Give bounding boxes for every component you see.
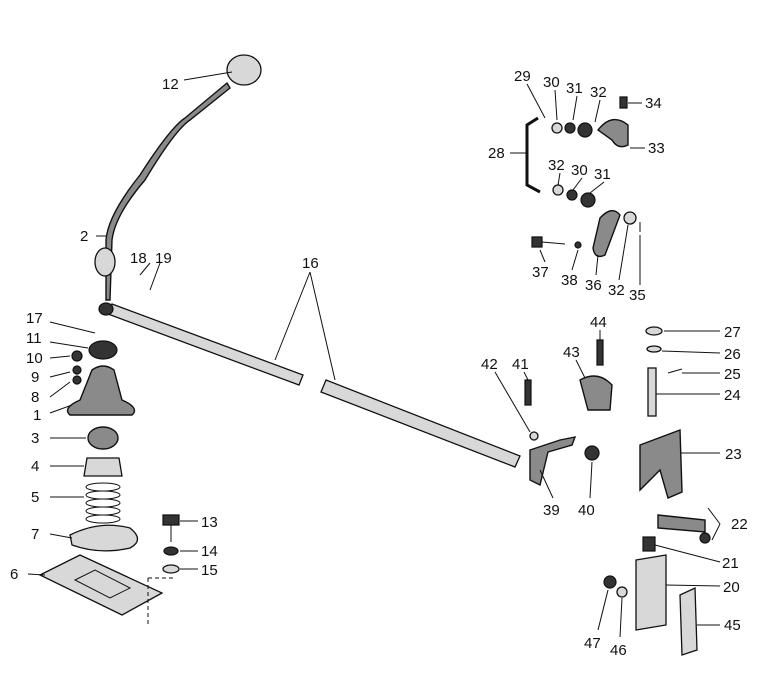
callout-9: 9 [31, 369, 39, 386]
callout-25: 25 [724, 366, 741, 383]
callout-33: 33 [648, 140, 665, 157]
callout-42: 42 [481, 356, 498, 373]
callout-36: 36 [585, 277, 602, 294]
callout-32: 32 [590, 84, 607, 101]
callout-40: 40 [578, 502, 595, 519]
callout-labels: 12 2 18 19 16 17 11 10 9 8 1 3 4 5 7 6 1… [10, 68, 748, 659]
leader-lines [27, 71, 721, 638]
callout-34: 34 [645, 95, 662, 112]
callout-24: 24 [724, 387, 741, 404]
callout-37: 37 [532, 264, 549, 281]
callout-3: 3 [31, 430, 39, 447]
lower-parts [38, 340, 180, 625]
callout-30: 30 [543, 74, 560, 91]
callout-46: 46 [610, 642, 627, 659]
callout-31-b: 31 [594, 166, 611, 183]
shift-rod [98, 302, 521, 468]
callout-30-b: 30 [571, 162, 588, 179]
callout-2: 2 [80, 228, 88, 245]
callout-5: 5 [31, 489, 39, 506]
selector-parts [524, 339, 613, 487]
callout-6: 6 [10, 566, 18, 583]
callout-20: 20 [723, 579, 740, 596]
callout-13: 13 [201, 514, 218, 531]
callout-43: 43 [563, 344, 580, 361]
callout-8: 8 [31, 389, 39, 406]
callout-16: 16 [302, 255, 319, 272]
callout-45: 45 [724, 617, 741, 634]
callout-11: 11 [26, 330, 42, 347]
callout-39: 39 [543, 502, 560, 519]
callout-22: 22 [731, 516, 748, 533]
callout-19: 19 [155, 250, 172, 267]
callout-4: 4 [31, 458, 39, 475]
callout-14: 14 [201, 543, 218, 560]
callout-32-b: 32 [548, 157, 565, 174]
callout-15: 15 [201, 562, 218, 579]
callout-27: 27 [724, 324, 741, 341]
callout-41: 41 [512, 356, 529, 373]
callout-1: 1 [33, 407, 41, 424]
callout-12: 12 [162, 76, 179, 93]
callout-29: 29 [514, 68, 531, 85]
right-parts [603, 326, 711, 656]
callout-31: 31 [566, 80, 583, 97]
callout-28: 28 [488, 145, 505, 162]
callout-18: 18 [130, 250, 147, 267]
callout-38: 38 [561, 272, 578, 289]
callout-35: 35 [629, 287, 646, 304]
callout-44: 44 [590, 314, 607, 331]
callout-17: 17 [26, 310, 43, 327]
callout-7: 7 [31, 526, 39, 543]
shift-lever [94, 54, 262, 301]
upper-linkage [525, 96, 641, 258]
callout-32-c: 32 [608, 282, 625, 299]
callout-47: 47 [584, 635, 601, 652]
callout-10: 10 [26, 350, 43, 367]
callout-26: 26 [724, 346, 741, 363]
callout-21: 21 [722, 555, 739, 572]
callout-23: 23 [725, 446, 742, 463]
